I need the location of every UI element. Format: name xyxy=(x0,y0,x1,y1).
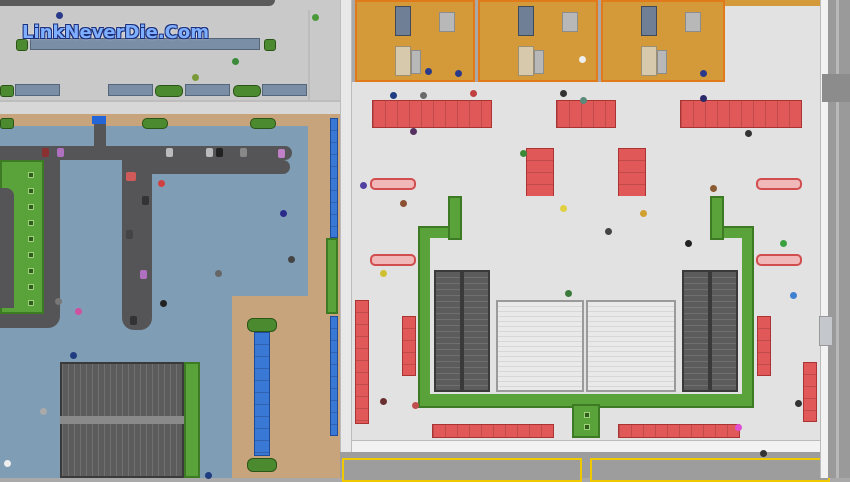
luggage xyxy=(57,148,64,157)
desk xyxy=(685,12,701,32)
escalator-divider xyxy=(60,416,184,424)
watermark-logo: LinkNeverDie.Com xyxy=(22,22,210,43)
belt-feeder-cap xyxy=(92,116,106,124)
security-scanner xyxy=(395,6,411,36)
seating-row-bottom-1[interactable] xyxy=(432,424,554,438)
plant-pot xyxy=(0,85,14,97)
plant-pot xyxy=(0,118,14,129)
seating-row-bottom-2[interactable] xyxy=(618,424,740,438)
escalator-right-2[interactable] xyxy=(710,270,738,392)
luggage xyxy=(130,316,137,325)
hedge-strip xyxy=(448,196,462,240)
info-kiosk[interactable] xyxy=(370,254,416,266)
gate-bench-center[interactable] xyxy=(254,332,270,456)
luggage xyxy=(240,148,247,157)
seating-right-short[interactable] xyxy=(757,316,771,376)
plant-pot xyxy=(247,318,277,332)
plant-pot xyxy=(233,85,261,97)
plant-pot xyxy=(264,39,276,51)
luggage xyxy=(206,148,213,157)
lounge-top-wall xyxy=(0,0,275,6)
scanner-belt xyxy=(641,46,657,76)
lounge-bench-row-2b[interactable] xyxy=(108,84,153,96)
hedge-planter-stem xyxy=(572,404,600,438)
luggage xyxy=(278,149,285,158)
desk xyxy=(657,50,667,74)
seating-wall-left[interactable] xyxy=(355,300,369,424)
desk xyxy=(411,50,421,74)
terminal-right-wall xyxy=(820,0,829,478)
parking-bay-2[interactable] xyxy=(590,458,830,482)
office-edge xyxy=(725,0,820,6)
security-office-3[interactable] xyxy=(601,0,725,82)
road-marking xyxy=(836,0,839,478)
baggage-belt-return xyxy=(140,160,290,174)
service-road xyxy=(828,0,850,478)
seating-row-1[interactable] xyxy=(372,100,492,128)
plant-pot xyxy=(250,118,276,129)
seating-left-short[interactable] xyxy=(402,316,416,376)
belt-inner xyxy=(0,188,14,308)
terminal-wall xyxy=(340,0,352,478)
escalator-left-1[interactable] xyxy=(434,270,462,392)
lounge-bench-row-1[interactable] xyxy=(30,38,260,50)
road-crossing xyxy=(822,74,850,102)
stairway-right[interactable] xyxy=(586,300,676,392)
tan-floor xyxy=(0,114,340,126)
stairway-left[interactable] xyxy=(496,300,584,392)
luggage xyxy=(126,172,136,181)
hedge-strip xyxy=(326,238,338,314)
terminal-door[interactable] xyxy=(819,316,833,346)
lounge-bench-row-2d[interactable] xyxy=(262,84,307,96)
belt-feeder xyxy=(94,116,106,158)
gate-bench-wall-1[interactable] xyxy=(330,118,338,238)
seating-row-2[interactable] xyxy=(556,100,616,128)
hedge-strip xyxy=(710,196,724,240)
parking-bay-1[interactable] xyxy=(342,458,582,482)
escalator-right-1[interactable] xyxy=(682,270,710,392)
luggage xyxy=(142,196,149,205)
luggage xyxy=(166,148,173,157)
security-office-2[interactable] xyxy=(478,0,598,82)
seating-wall-right[interactable] xyxy=(803,362,817,422)
floor xyxy=(462,196,710,238)
plant-pot xyxy=(155,85,183,97)
luggage xyxy=(216,148,223,157)
luggage xyxy=(126,230,133,239)
scanner-belt xyxy=(518,46,534,76)
plant-pot xyxy=(247,458,277,472)
plant-pot xyxy=(142,118,168,129)
desk xyxy=(562,12,578,32)
security-office-1[interactable] xyxy=(355,0,475,82)
luggage xyxy=(140,270,147,279)
info-kiosk[interactable] xyxy=(756,254,802,266)
terminal-floor xyxy=(725,0,820,82)
baggage-belt-vertical xyxy=(122,160,152,330)
seating-row-3[interactable] xyxy=(680,100,802,128)
security-scanner xyxy=(641,6,657,36)
lounge-divider xyxy=(308,10,342,100)
scanner-belt xyxy=(395,46,411,76)
desk xyxy=(439,12,455,32)
lounge-bench-row-2a[interactable] xyxy=(15,84,60,96)
gate-bench-wall-2[interactable] xyxy=(330,316,338,436)
plant-pot xyxy=(16,39,28,51)
info-kiosk[interactable] xyxy=(756,178,802,190)
info-kiosk[interactable] xyxy=(370,178,416,190)
security-scanner xyxy=(518,6,534,36)
luggage xyxy=(42,148,49,157)
hedge-strip xyxy=(184,362,200,478)
escalator-left-2[interactable] xyxy=(462,270,490,392)
desk xyxy=(534,50,544,74)
lounge-bench-row-2c[interactable] xyxy=(185,84,230,96)
